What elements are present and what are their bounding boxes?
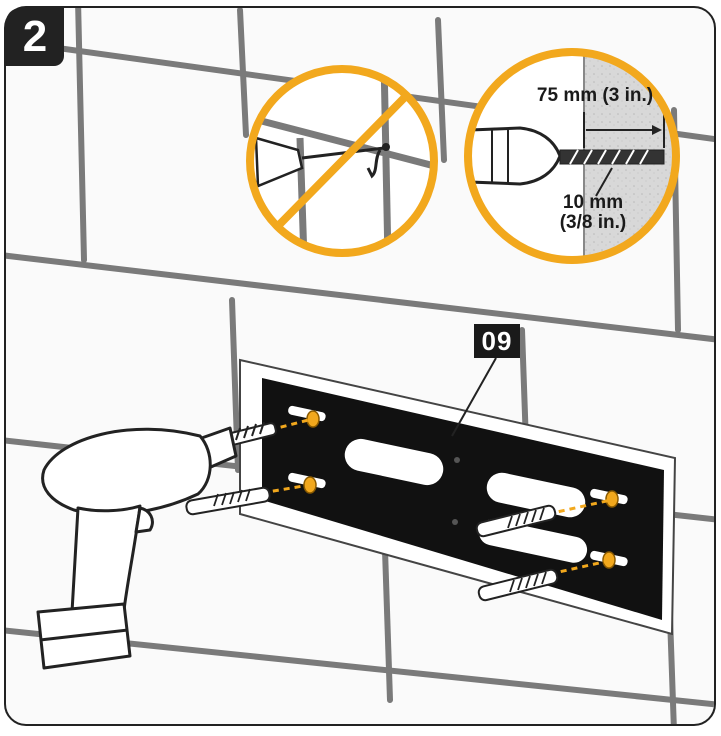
anchor-right-bottom bbox=[477, 568, 559, 602]
alignment-guides bbox=[261, 417, 612, 576]
drill-hole-markers bbox=[303, 410, 619, 569]
anchor-right-top bbox=[475, 504, 557, 538]
part-leader-line bbox=[451, 357, 497, 437]
part-number-label: 09 bbox=[474, 324, 520, 358]
anchor-left-bottom bbox=[185, 486, 271, 516]
bit-diameter-metric: 10 mm bbox=[562, 192, 624, 213]
bit-diameter-imperial: (3/8 in.) bbox=[559, 211, 627, 233]
no-drill-in-grout-icon bbox=[246, 65, 438, 257]
drill-depth-label: 75 mm (3 in.) bbox=[536, 85, 654, 106]
step-number-badge: 2 bbox=[6, 8, 64, 66]
cordless-drill-icon bbox=[36, 426, 238, 670]
bit-diameter-label: 10 mm (3/8 in.) bbox=[538, 193, 648, 233]
